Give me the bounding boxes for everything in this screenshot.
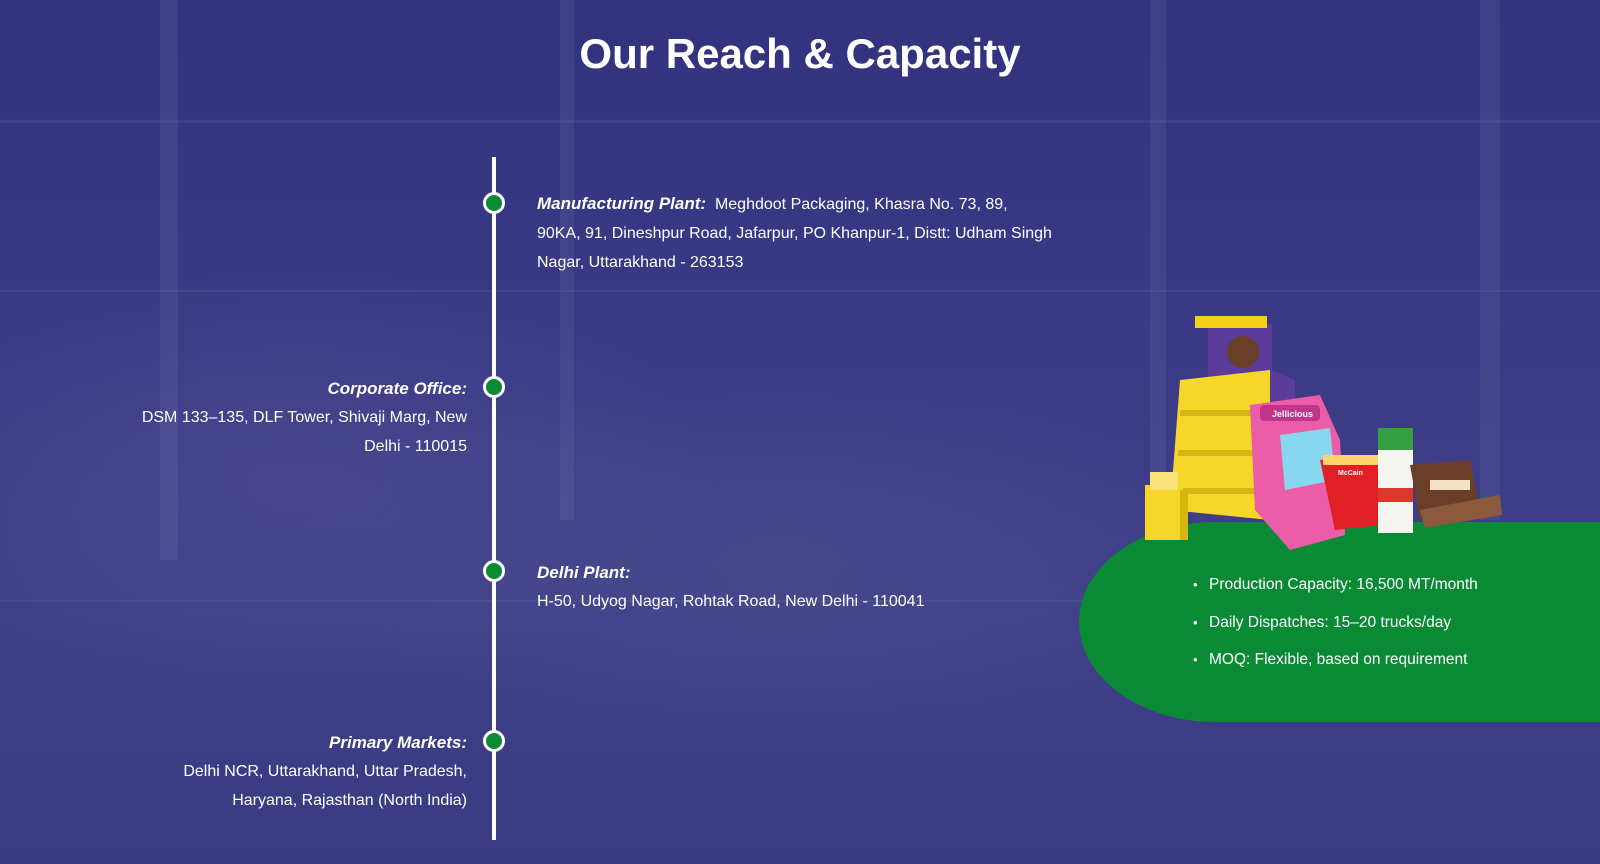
background-beam [0,120,1600,123]
chocolate-tray-image [1410,460,1502,528]
tower-box-image [1378,428,1413,533]
entry-label: Manufacturing Plant: [537,194,707,213]
capacity-item: Daily Dispatches: 15–20 trucks/day [1193,610,1478,648]
background-pillar [1480,0,1500,520]
entry-text: DSM 133–135, DLF Tower, Shivaji Marg, Ne… [141,409,467,426]
timeline-dot-markets [483,730,505,752]
entry-text: Delhi NCR, Uttarakhand, Uttar Pradesh, [183,763,467,780]
entry-text: Delhi - 110015 [364,438,467,455]
jelly-box-image: Jellicious [1250,395,1345,550]
entry-label: Primary Markets: [329,733,467,752]
capacity-list: Production Capacity: 16,500 MT/month Dai… [1193,572,1478,685]
entry-label: Delhi Plant: [537,563,631,582]
small-box-image [1145,472,1188,540]
timeline-dot-delhi [483,560,505,582]
background-beam [0,290,1600,292]
timeline-entry-markets: Primary Markets: Delhi NCR, Uttarakhand,… [87,728,467,815]
entry-text: H-50, Udyog Nagar, Rohtak Road, New Delh… [537,593,925,610]
timeline-line [492,157,496,840]
entry-text: Meghdoot Packaging, Khasra No. 73, 89, [714,196,1008,213]
timeline-entry-corporate: Corporate Office: DSM 133–135, DLF Tower… [87,374,467,461]
timeline-entry-manufacturing: Manufacturing Plant: Meghdoot Packaging,… [537,189,1077,277]
fries-box-label: McCain [1338,470,1363,477]
capacity-item: Production Capacity: 16,500 MT/month [1193,572,1478,610]
jelly-box-label: Jellicious [1272,409,1313,419]
timeline-entry-delhi: Delhi Plant: H-50, Udyog Nagar, Rohtak R… [537,558,1077,616]
background-beam [0,600,1600,602]
background-pillar [160,0,178,560]
entry-label: Corporate Office: [327,379,468,398]
entry-text: 90KA, 91, Dineshpur Road, Jafarpur, PO K… [537,225,1052,242]
fries-box-image: McCain [1320,455,1385,530]
entry-text: Nagar, Uttarakhand - 263153 [537,254,744,271]
packaging-products-illustration: Jellicious McCain [1145,316,1502,550]
background-pillar [560,0,574,520]
background-pillar [1150,0,1166,480]
page-title: Our Reach & Capacity [579,30,1021,77]
timeline-dot-corporate [483,376,505,398]
timeline-dot-manufacturing [483,192,505,214]
capacity-item: MOQ: Flexible, based on requirement [1193,647,1478,685]
entry-text: Haryana, Rajasthan (North India) [232,792,467,809]
